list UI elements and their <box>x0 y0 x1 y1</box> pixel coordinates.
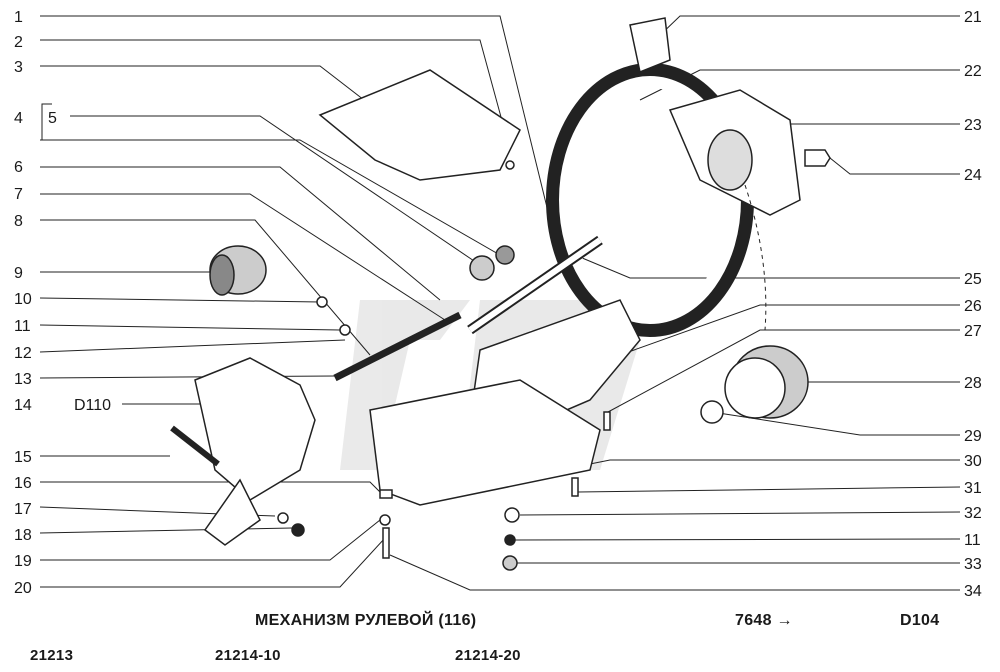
bushing <box>469 255 495 281</box>
callout-9: 9 <box>14 265 23 282</box>
steering-box <box>194 357 316 501</box>
diagram-code: D104 <box>900 612 940 629</box>
bracket-3 <box>318 69 521 181</box>
bracket-4-5 <box>41 103 52 141</box>
model-21213: 21213 <box>30 647 74 664</box>
callout-19: 19 <box>14 553 32 570</box>
callout-1: 1 <box>14 9 23 26</box>
callout-30: 30 <box>964 453 982 470</box>
callout-28: 28 <box>964 375 982 392</box>
callout-33: 33 <box>964 556 982 573</box>
leader-lines <box>39 15 961 591</box>
callout-29: 29 <box>964 428 982 445</box>
serial-range: 7648 → <box>735 612 793 629</box>
callout-23: 23 <box>964 117 982 134</box>
d110-label: D110 <box>74 397 111 414</box>
left-labels: 1 2 3 4 5 6 7 8 9 10 11 12 13 14 D110 15… <box>14 9 111 597</box>
callout-2: 2 <box>14 34 23 51</box>
callout-5: 5 <box>48 110 57 127</box>
callout-20: 20 <box>14 580 32 597</box>
callout-3: 3 <box>14 59 23 76</box>
model-21214-10: 21214-10 <box>215 647 281 664</box>
callout-12: 12 <box>14 345 32 362</box>
callout-17: 17 <box>14 501 32 518</box>
callout-16: 16 <box>14 475 32 492</box>
callout-22: 22 <box>964 63 982 80</box>
nut-29 <box>700 400 724 424</box>
callout-34: 34 <box>964 583 982 600</box>
model-21214-20: 21214-20 <box>455 647 521 664</box>
bolt-15 <box>170 425 220 467</box>
diagram-title: МЕХАНИЗМ РУЛЕВОЙ (116) <box>255 612 477 629</box>
callout-10: 10 <box>14 291 32 308</box>
parts <box>170 17 831 571</box>
callout-15: 15 <box>14 449 32 466</box>
right-labels: 21 22 23 24 25 26 27 28 29 30 31 32 11 3… <box>964 9 982 600</box>
callout-6: 6 <box>14 159 23 176</box>
pitman-arm <box>203 478 261 546</box>
callout-31: 31 <box>964 480 982 497</box>
callout-18: 18 <box>14 527 32 544</box>
callout-4: 4 <box>14 110 23 127</box>
callout-26: 26 <box>964 298 982 315</box>
callout-7: 7 <box>14 186 23 203</box>
callout-27: 27 <box>964 323 982 340</box>
callout-25: 25 <box>964 271 982 288</box>
callout-11: 11 <box>14 318 31 335</box>
callout-8: 8 <box>14 213 23 230</box>
callout-32: 32 <box>964 505 982 522</box>
callout-24: 24 <box>964 167 982 184</box>
part-21 <box>629 17 671 74</box>
callout-11-r: 11 <box>964 532 981 549</box>
callout-14: 14 <box>14 397 32 414</box>
callout-13: 13 <box>14 371 32 388</box>
callout-21: 21 <box>964 9 982 26</box>
dashed-guide <box>744 184 767 331</box>
intermediate-shaft <box>333 311 462 382</box>
bolt-24 <box>804 149 831 167</box>
